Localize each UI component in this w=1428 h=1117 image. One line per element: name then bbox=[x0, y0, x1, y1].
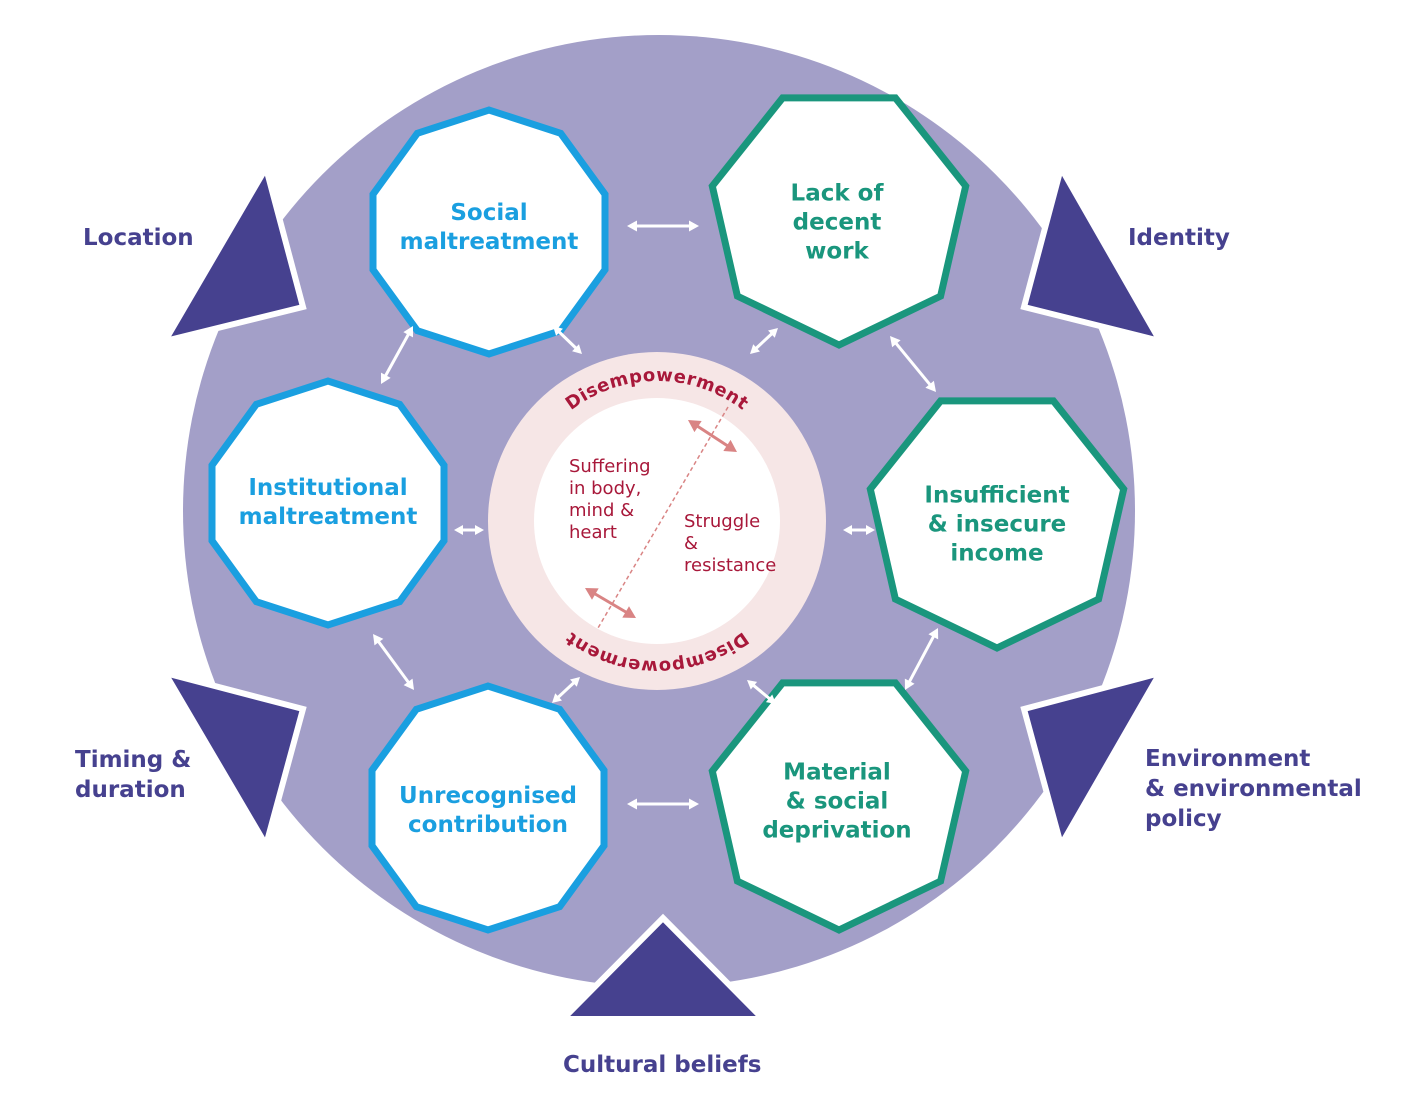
dimension-node-lack-of-decent-work bbox=[708, 94, 970, 349]
factor-label-timing: Timing & duration bbox=[75, 747, 192, 803]
dimension-label-insufficient-income: Insufficient & insecure income bbox=[924, 482, 1070, 567]
arrow-income-to-deprivation bbox=[904, 628, 939, 690]
triangle-location bbox=[158, 160, 307, 346]
dimension-label-material-deprivation: Material & social deprivation bbox=[762, 759, 912, 844]
factor-label-environment: Environment & environmental policy bbox=[1145, 746, 1362, 832]
dimension-node-insufficient-income bbox=[866, 397, 1128, 652]
arrow-core-to-deprivation bbox=[747, 680, 776, 704]
triangle-timing bbox=[158, 668, 307, 853]
suffering-text: Suffering in body, mind & heart bbox=[569, 456, 651, 543]
core-arrow-top bbox=[688, 420, 737, 452]
triangle-identity bbox=[1020, 160, 1167, 346]
struggle-text: Struggle & resistance bbox=[684, 511, 777, 576]
arrow-social-to-core bbox=[553, 326, 582, 354]
arrow-core-to-income bbox=[843, 525, 875, 535]
factor-label-location: Location bbox=[83, 225, 194, 251]
dimension-label-social-maltreatment: Social maltreatment bbox=[399, 200, 579, 255]
factor-label-identity: Identity bbox=[1128, 225, 1230, 251]
dimension-label-unrecognised-contribution: Unrecognised contribution bbox=[399, 783, 577, 838]
arrow-core-to-contribution bbox=[552, 677, 580, 703]
dimension-label-institutional-maltreatment: Institutional maltreatment bbox=[238, 475, 418, 530]
arrow-social-to-institutional bbox=[381, 326, 413, 384]
arrow-contribution-to-deprivation bbox=[627, 798, 699, 810]
dimension-node-material-deprivation bbox=[708, 679, 970, 934]
dimension-node-social-maltreatment bbox=[369, 106, 609, 358]
core-circle bbox=[534, 398, 780, 644]
dimension-node-unrecognised-contribution bbox=[368, 682, 608, 934]
core-arrow-bottom bbox=[585, 588, 636, 618]
arrow-social-to-work bbox=[627, 220, 699, 232]
arrow-work-to-core bbox=[750, 328, 778, 354]
dimension-node-institutional-maltreatment bbox=[208, 377, 448, 629]
arrow-institutional-to-core bbox=[454, 525, 484, 535]
factor-label-culture: Cultural beliefs bbox=[563, 1052, 762, 1078]
dimension-label-lack-of-decent-work: Lack of decent work bbox=[790, 180, 884, 265]
triangle-environment bbox=[1020, 668, 1167, 853]
triangle-culture bbox=[555, 913, 771, 1022]
arrow-institutional-to-contribution bbox=[373, 634, 414, 690]
arrow-work-to-income bbox=[890, 336, 936, 392]
core-divider-line bbox=[597, 406, 729, 629]
